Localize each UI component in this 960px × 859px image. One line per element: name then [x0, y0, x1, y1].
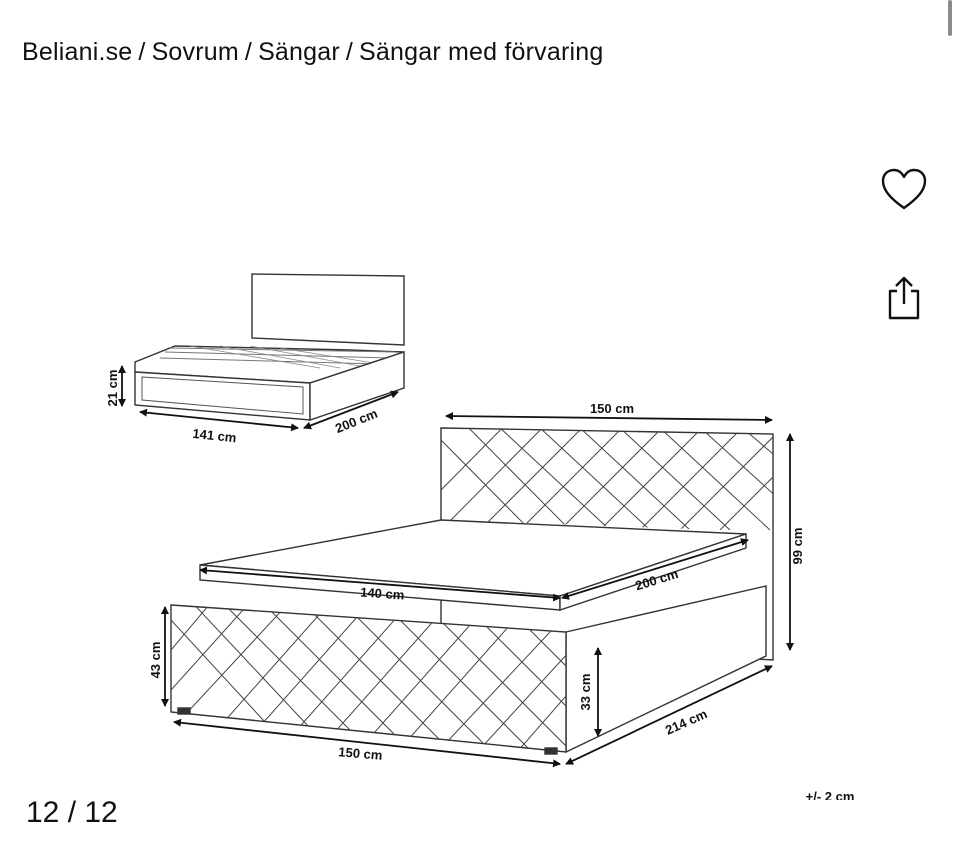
tolerance-label: +/- 2 cm: [806, 789, 855, 800]
small-bed-width-label: 141 cm: [192, 426, 237, 446]
gallery-counter: 12 / 12: [26, 796, 118, 829]
breadcrumb-item-bedroom[interactable]: Sovrum: [151, 38, 239, 66]
total-length-label: 214 cm: [663, 706, 709, 738]
share-icon: [888, 276, 920, 320]
scrollbar[interactable]: [948, 0, 952, 36]
breadcrumb-item-beds[interactable]: Sängar: [258, 38, 340, 66]
breadcrumb-item-home[interactable]: Beliani.se: [22, 38, 133, 66]
headboard-width-label: 150 cm: [590, 401, 634, 416]
dimension-lines: [118, 365, 794, 768]
bed-dimension-drawing: 21 cm 141 cm 200 cm 150 cm 99 cm 140 cm …: [105, 273, 855, 800]
small-bed-illustration: [134, 273, 405, 421]
breadcrumb-separator: /: [345, 38, 354, 66]
breadcrumb: Beliani.se/Sovrum/Sängar/Sängar med förv…: [22, 38, 603, 67]
heart-icon: [881, 168, 927, 210]
mattress-width-label: 140 cm: [360, 584, 405, 602]
headboard-height-label: 99 cm: [790, 528, 805, 565]
storage-height-label: 33 cm: [578, 674, 593, 711]
small-bed-height-label: 21 cm: [105, 370, 120, 407]
breadcrumb-item-storage-beds[interactable]: Sängar med förvaring: [359, 38, 604, 66]
footboard-height-label: 43 cm: [148, 642, 163, 679]
favorite-button[interactable]: [880, 166, 928, 214]
footboard-width-label: 150 cm: [338, 744, 383, 763]
breadcrumb-separator: /: [138, 38, 146, 66]
breadcrumb-separator: /: [244, 38, 253, 66]
share-button[interactable]: [880, 274, 928, 322]
